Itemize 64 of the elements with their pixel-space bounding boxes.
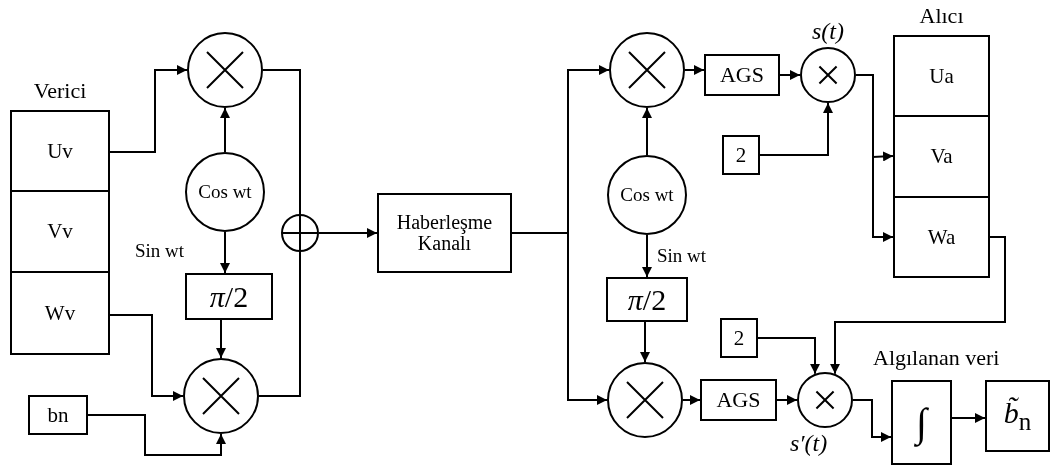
connector-arrow [642, 107, 652, 156]
block-label: Vv [47, 220, 73, 243]
block-label: Cos wt [198, 182, 252, 202]
connector-arrow [776, 395, 798, 405]
signal-box [10, 110, 110, 192]
process-box [185, 273, 273, 320]
process-box [891, 380, 952, 465]
block-label: π/2 [209, 280, 249, 313]
block-label: Cos wt [620, 185, 674, 205]
process-box [704, 54, 780, 96]
connector-arrow [220, 231, 230, 274]
block-label: π/2 [627, 283, 667, 316]
connector-arrow [87, 414, 226, 456]
signal-label: s(t) [812, 18, 844, 45]
connector-arrow [109, 314, 184, 401]
connector-arrow [951, 413, 986, 423]
signal-box [893, 115, 990, 198]
block-label: 2 [733, 326, 745, 349]
block-label: AGS [720, 63, 764, 87]
multiplier-circle [800, 47, 856, 103]
multiplier-circle [797, 372, 853, 428]
block-label: Va [930, 145, 953, 168]
connector-arrow [318, 228, 378, 238]
block-label: AGS [716, 388, 761, 412]
connector-arrow [684, 65, 705, 75]
process-box [606, 277, 688, 322]
connector-arrow [830, 236, 1006, 375]
block-label: Wa [927, 225, 956, 248]
signal-box [10, 271, 110, 355]
signal-label: Sin wt [135, 240, 185, 262]
connector-arrow [511, 232, 608, 405]
process-box [722, 135, 760, 175]
signal-label: s′(t) [790, 430, 828, 457]
block-label: Ua [929, 64, 954, 87]
block-label: b̃$_{n}$ [1003, 396, 1032, 436]
signal-box [10, 190, 110, 273]
process-box [700, 379, 777, 421]
block-label: 2 [735, 143, 747, 166]
block-label: Uv [47, 139, 73, 162]
adder-circle [281, 214, 319, 252]
process-box [720, 318, 758, 358]
connector-arrow [759, 102, 833, 156]
signal-box [893, 35, 990, 117]
connector-arrow [757, 337, 820, 375]
connector-arrow [852, 399, 892, 442]
signal-label: Sin wt [657, 245, 707, 267]
process-box [985, 380, 1050, 452]
block-label: bn [47, 403, 69, 426]
block-label: Wv [44, 301, 76, 324]
process-box [28, 395, 88, 435]
connector-arrow [640, 321, 650, 363]
connector-arrow [855, 74, 894, 242]
connector-arrow [642, 234, 652, 278]
connector-arrow [779, 70, 801, 80]
block-heading: Verici [32, 78, 88, 104]
connector-arrow [216, 319, 226, 359]
signal-box [893, 196, 990, 278]
connector-arrow [682, 395, 701, 405]
process-box [377, 193, 512, 273]
signal-label: Algılanan veri [873, 345, 1000, 371]
block-heading: Alıcı [918, 3, 965, 29]
block-label: Haberleşme Kanalı [395, 212, 494, 254]
connector-arrow [109, 65, 188, 153]
connector-arrow [220, 107, 230, 153]
